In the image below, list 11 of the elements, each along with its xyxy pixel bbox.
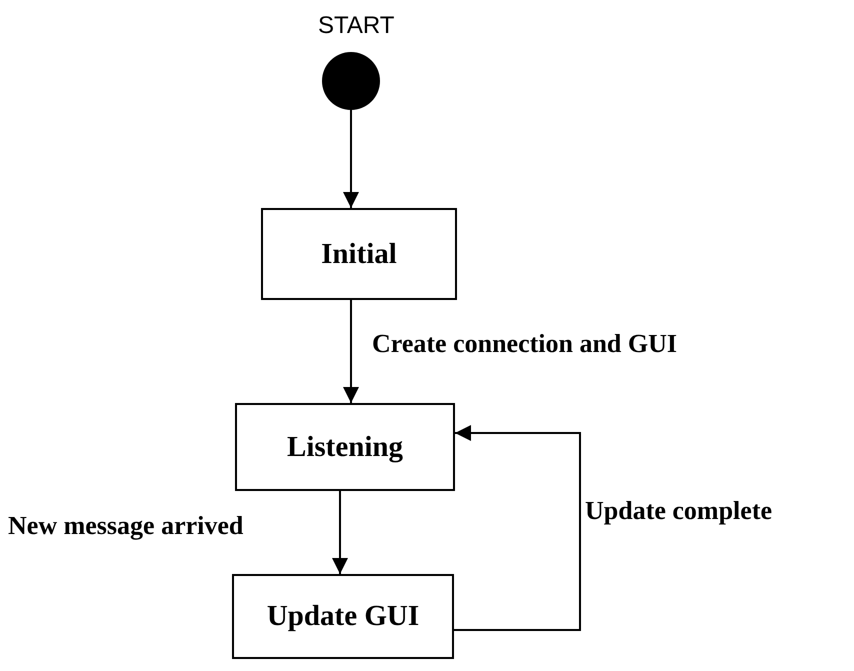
state-box [235, 403, 455, 491]
arrow [454, 425, 581, 631]
state-box [261, 208, 457, 300]
state-name: Initial [321, 238, 397, 270]
state-box [232, 574, 454, 659]
arrow [332, 491, 348, 574]
state-name: Update GUI [266, 600, 420, 633]
arrow [343, 110, 359, 208]
arrow [343, 300, 359, 403]
state-name: Listening [286, 430, 404, 464]
state-label: START [318, 12, 394, 40]
